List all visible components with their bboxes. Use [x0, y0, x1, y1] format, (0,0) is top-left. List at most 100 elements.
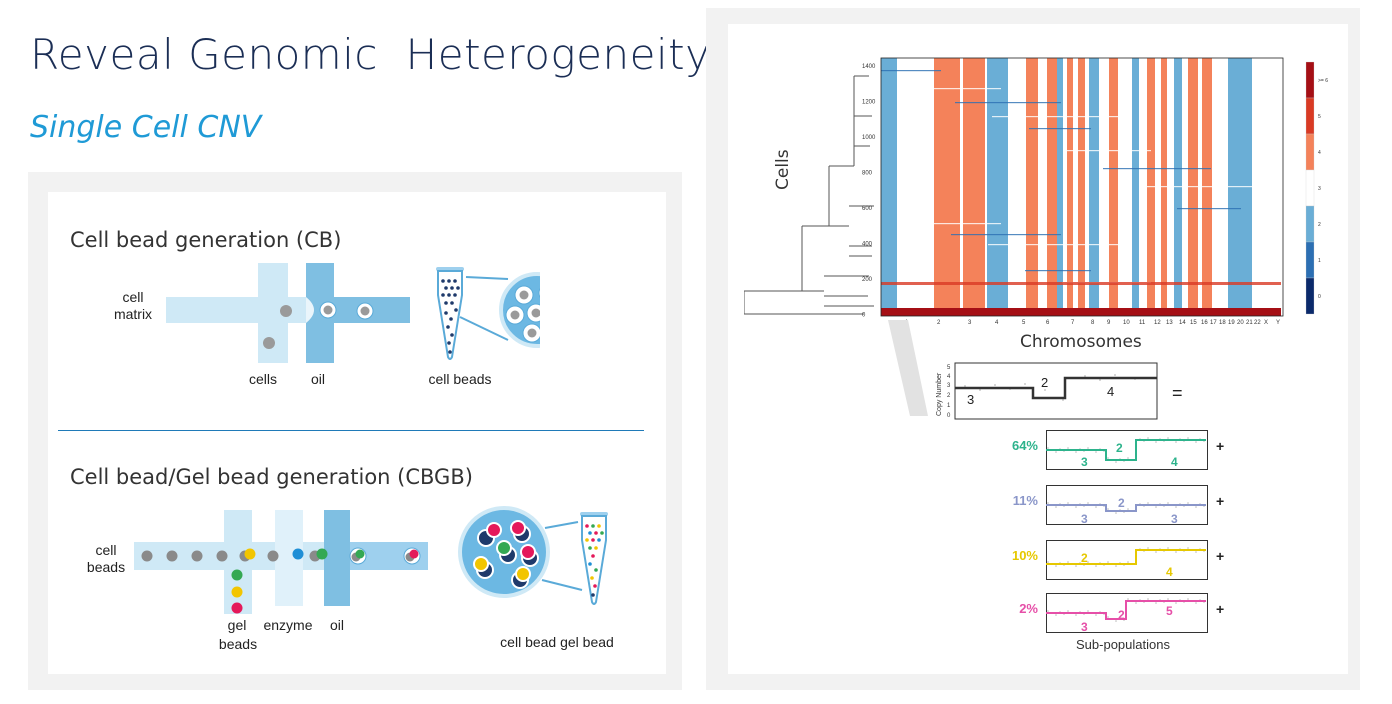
heatmap-column [897, 58, 900, 316]
heatmap-ytick: 0 [862, 313, 866, 319]
sub-population-percent: 64% [1011, 438, 1038, 453]
heatmap-xtick: 4 [995, 320, 999, 326]
colorbar-segment [1305, 169, 1315, 207]
colorbar-label: >= 6 [1318, 78, 1328, 84]
sub-population-segment-label: 4 [1171, 455, 1178, 469]
label-oil: oil [310, 371, 325, 387]
cell-bead-gel-bead-magnified [458, 506, 550, 598]
heatmap-x-label: Chromosomes [1020, 332, 1142, 352]
heatmap-column [987, 58, 1008, 316]
profile-ytick: 3 [947, 383, 951, 389]
heatmap-streak [1066, 150, 1151, 152]
heatmap-column [1118, 58, 1122, 316]
heatmap-xtick: 7 [1071, 320, 1075, 326]
colorbar-segment [1305, 61, 1315, 99]
heatmap-ytick: 1400 [862, 64, 876, 70]
profile-ytick: 1 [947, 403, 951, 409]
heatmap-column [1073, 58, 1078, 316]
heatmap-xtick: 6 [1046, 320, 1050, 326]
colorbar-label: 4 [1318, 150, 1321, 156]
sub-population-percent: 10% [1011, 548, 1038, 563]
sub-population-percent: 2% [1019, 601, 1038, 616]
label-cell: cell [122, 289, 144, 305]
label-cells: cells [248, 371, 277, 387]
sub-population-plot: 323 [1046, 485, 1208, 525]
sub-population-plot: 3 2 4 [1046, 430, 1208, 470]
heatmap-xtick: 19 [1228, 320, 1235, 326]
gel-beads-channel [224, 510, 252, 614]
heatmap-xtick: 15 [1190, 320, 1197, 326]
heatmap-xtick: 2 [937, 320, 941, 326]
sub-population-percent: 11% [1012, 493, 1038, 508]
label-enzyme: enzyme [263, 617, 313, 633]
label-matrix: matrix [113, 306, 153, 322]
heatmap-column [1063, 58, 1067, 316]
heatmap-streak [1140, 186, 1271, 188]
label-oil: oil [329, 617, 344, 633]
sub-population-segment-label: 2 [1116, 441, 1123, 455]
label-beads: beads [86, 559, 126, 575]
heatmap-column [934, 58, 960, 316]
heatmap-streak [955, 102, 1061, 104]
cell-beads-tube-icon [436, 267, 464, 360]
plus-sign: + [1216, 601, 1225, 617]
heatmap-streak [918, 88, 1001, 90]
profile-segment-label: 4 [1107, 384, 1114, 399]
profile-ytick: 2 [947, 393, 951, 399]
label-cell-bead-gel-bead: cell bead gel bead [500, 634, 614, 650]
sub-population-segment-label: 3 [1171, 512, 1178, 525]
equals-sign: = [1172, 383, 1183, 403]
profile-ytick: 0 [947, 413, 951, 419]
heatmap-ytick: 1000 [862, 135, 876, 141]
colorbar-label: 0 [1318, 294, 1321, 300]
heatmap-streak [914, 223, 1001, 225]
heatmap-column [1047, 58, 1057, 316]
colorbar-label: 1 [1318, 258, 1321, 264]
dendrogram [744, 75, 874, 315]
sub-population-segment-label: 3 [1081, 455, 1088, 469]
heatmap-ytick: 400 [862, 242, 873, 248]
heatmap-ytick: 200 [862, 277, 873, 283]
cell [263, 337, 275, 349]
profile-y-label: Copy Number [936, 372, 943, 416]
heatmap-column [963, 58, 985, 316]
profile-ytick: 5 [947, 365, 951, 371]
profile-line [955, 376, 1157, 400]
heatmap-xtick: 10 [1123, 320, 1130, 326]
heatmap-column [1038, 58, 1047, 316]
heatmap-column [900, 58, 930, 316]
heatmap-column [881, 58, 897, 316]
colorbar-segment [1305, 205, 1315, 243]
zoom-wedge [888, 320, 928, 416]
heatmap-column [1089, 58, 1099, 316]
heatmap-column [1099, 58, 1109, 316]
cb-section-title: Cell bead generation (CB) [70, 228, 342, 252]
sub-population-segment-label: 3 [1081, 620, 1088, 633]
plus-sign: + [1216, 548, 1225, 564]
colorbar-label: 5 [1318, 114, 1321, 120]
colorbar-label: 3 [1318, 186, 1321, 192]
copy-number-profile: Copy Number 5 4 3 2 1 0 3 2 4 [936, 362, 1158, 420]
heatmap-xtick: X [1264, 320, 1268, 326]
colorbar-segment [1305, 97, 1315, 135]
heatmap-xtick: 8 [1091, 320, 1095, 326]
cell-matrix-channel [166, 297, 316, 323]
sub-population-segment-label: 3 [1081, 512, 1088, 525]
heatmap-xtick: Y [1276, 320, 1280, 326]
heatmap-xtick: 17 [1210, 320, 1217, 326]
heatmap-xtick: 11 [1139, 320, 1146, 326]
label-cell-beads: cell beads [428, 371, 492, 387]
cb-microfluidic-diagram [166, 263, 540, 363]
cbgb-section-title: Cell bead/Gel bead generation (CBGB) [70, 465, 473, 489]
heatmap-streak [992, 116, 1121, 118]
heatmap-ytick: 600 [862, 206, 873, 212]
cbgb-microfluidic-diagram [134, 506, 608, 614]
heatmap-column [1012, 58, 1026, 316]
heatmap-column [1085, 58, 1089, 316]
profile-segment-label: 3 [967, 392, 974, 407]
colorbar-segment [1305, 133, 1315, 171]
heatmap-column [930, 58, 934, 316]
heatmap-ytick: 800 [862, 171, 873, 177]
heatmap-column [1057, 58, 1063, 316]
